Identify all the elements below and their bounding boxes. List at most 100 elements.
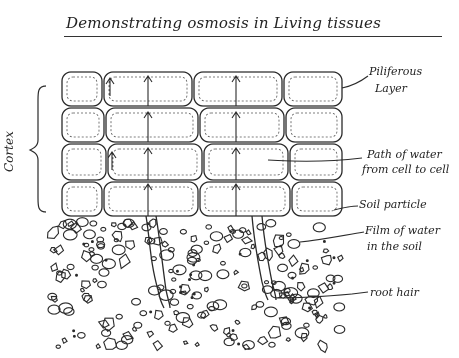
soil-particle [279, 237, 283, 240]
soil-particle [318, 283, 328, 293]
soil-dot [76, 274, 78, 276]
soil-particle [251, 244, 255, 248]
cell-membrane [289, 77, 337, 101]
label-piliferous: Piliferous [369, 65, 422, 78]
soil-particle [318, 340, 327, 352]
soil-particle [217, 270, 229, 279]
soil-particle [96, 344, 100, 349]
soil-particle [264, 307, 277, 317]
soil-particle [233, 230, 244, 238]
soil-particle [191, 236, 197, 242]
soil-particle [162, 241, 168, 247]
soil-particle [78, 333, 86, 339]
leader-path-of-water [268, 158, 362, 161]
soil-dot [238, 343, 240, 345]
soil-particle [313, 266, 318, 269]
soil-particle [48, 226, 59, 238]
cortex-brace-path [30, 86, 46, 212]
soil-particle [242, 237, 252, 244]
soil-particle [324, 315, 327, 319]
leader-film-of-water [300, 232, 364, 242]
soil-dot [73, 335, 75, 337]
soil-particle [221, 261, 226, 265]
soil-particle [169, 269, 173, 272]
soil-particle [102, 259, 115, 269]
soil-particle [147, 331, 153, 337]
soil-particle [235, 320, 240, 324]
leader-soil-particle [334, 206, 358, 210]
label-path-of-water: Path of water [367, 148, 442, 161]
soil-particle [82, 281, 91, 289]
soil-particle [334, 326, 344, 334]
soil-particle [256, 302, 264, 308]
soil-particle [92, 265, 98, 270]
soil-particle [321, 256, 331, 265]
soil-particle [54, 245, 64, 255]
soil-particle [228, 225, 234, 232]
soil-particle [89, 248, 94, 252]
soil-dot [306, 260, 308, 262]
soil-particle [187, 304, 193, 308]
soil-particle [67, 264, 74, 269]
water-path-arrows [106, 76, 240, 216]
cell-membrane [67, 149, 101, 175]
soil-particle [112, 245, 125, 255]
soil-particle [132, 298, 141, 305]
cell-membrane [111, 113, 193, 137]
soil-dot [189, 279, 191, 281]
soil-particle [192, 292, 201, 299]
soil-particle [82, 293, 91, 302]
soil-particle [104, 338, 117, 349]
soil-particle [268, 326, 280, 338]
cell-layers [62, 72, 342, 216]
soil-particle [266, 220, 276, 227]
soil-dot [177, 270, 179, 272]
cell-membrane [199, 77, 277, 101]
soil-dot [83, 243, 85, 245]
soil-particle [116, 314, 122, 319]
cell-membrane [297, 187, 337, 211]
soil-particles [48, 218, 345, 353]
soil-dot [193, 293, 195, 295]
soil-particle [286, 338, 290, 341]
soil-particle [286, 233, 291, 236]
soil-particle [338, 255, 343, 261]
cell-membrane [205, 113, 279, 137]
cell-membrane [295, 149, 337, 175]
soil-particle [119, 254, 130, 268]
soil-particle [184, 341, 188, 344]
soil-particle [90, 221, 97, 226]
label-film-of-water: Film of water [365, 224, 440, 237]
soil-dot [150, 311, 152, 313]
soil-particle [99, 269, 109, 276]
cell-membrane [209, 149, 283, 175]
soil-particle [264, 281, 268, 284]
soil-particle [56, 272, 65, 283]
soil-particle [56, 345, 60, 348]
soil-particle [328, 284, 333, 290]
soil-particle [155, 310, 164, 319]
soil-particle [84, 230, 96, 239]
soil-particle [213, 300, 226, 310]
leader-piliferous [342, 76, 368, 88]
soil-particle [334, 303, 345, 311]
soil-particle [288, 240, 300, 249]
soil-particle [205, 287, 209, 292]
soil-particle [51, 263, 58, 271]
cell-membrane [67, 113, 99, 137]
soil-particle [180, 229, 186, 234]
soil-particle [304, 323, 309, 327]
soil-particle [240, 248, 251, 256]
soil-dot [73, 330, 75, 332]
soil-dot [92, 241, 94, 243]
cell-membrane [205, 187, 285, 211]
soil-particle [313, 223, 325, 232]
soil-particle [48, 305, 60, 314]
soil-particle [62, 269, 71, 279]
soil-particle [289, 255, 298, 266]
soil-particle [210, 232, 222, 241]
soil-particle [172, 278, 176, 281]
soil-particle [213, 244, 221, 253]
soil-particle [112, 231, 122, 241]
soil-particle [204, 241, 208, 244]
